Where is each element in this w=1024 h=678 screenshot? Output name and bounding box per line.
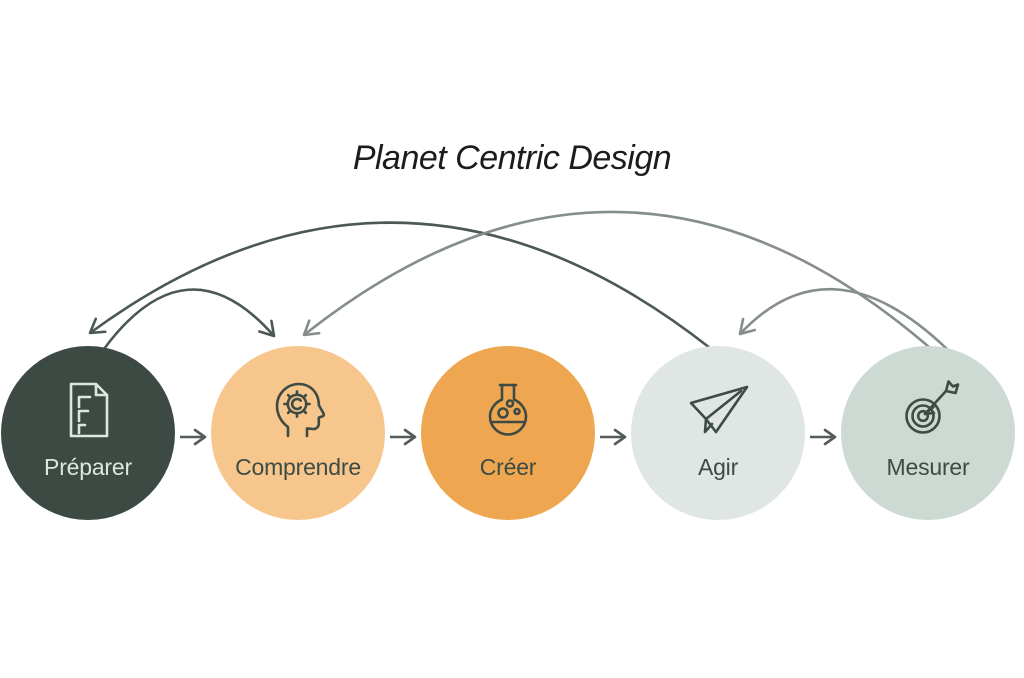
diagram-title: Planet Centric Design xyxy=(352,139,672,177)
stage-circle-comprendre: Comprendre xyxy=(211,346,385,520)
stage-label: Mesurer xyxy=(886,454,970,480)
feedback-arrow-agir-to-preparer xyxy=(88,221,711,350)
feedback-arrow-preparer-to-comprendre xyxy=(102,288,276,350)
document-icon xyxy=(56,378,120,442)
feedback-arrow-mesurer-to-agir xyxy=(738,287,949,351)
stage-label: Créer xyxy=(479,454,537,480)
head-gear-icon xyxy=(266,378,330,442)
stage-label: Comprendre xyxy=(235,454,361,480)
paper-plane-icon xyxy=(686,378,750,442)
stage-label: Agir xyxy=(697,454,739,480)
flask-icon xyxy=(476,378,540,442)
stage-circle-creer: Créer xyxy=(421,346,595,520)
stage-circle-mesurer: Mesurer xyxy=(841,346,1015,520)
stage-circle-agir: Agir xyxy=(631,346,805,520)
stage-circle-preparer: Préparer xyxy=(1,346,175,520)
feedback-arrow-mesurer-to-comprendre xyxy=(302,210,930,348)
stage-label: Préparer xyxy=(44,454,132,480)
target-arrow-icon xyxy=(896,378,960,442)
